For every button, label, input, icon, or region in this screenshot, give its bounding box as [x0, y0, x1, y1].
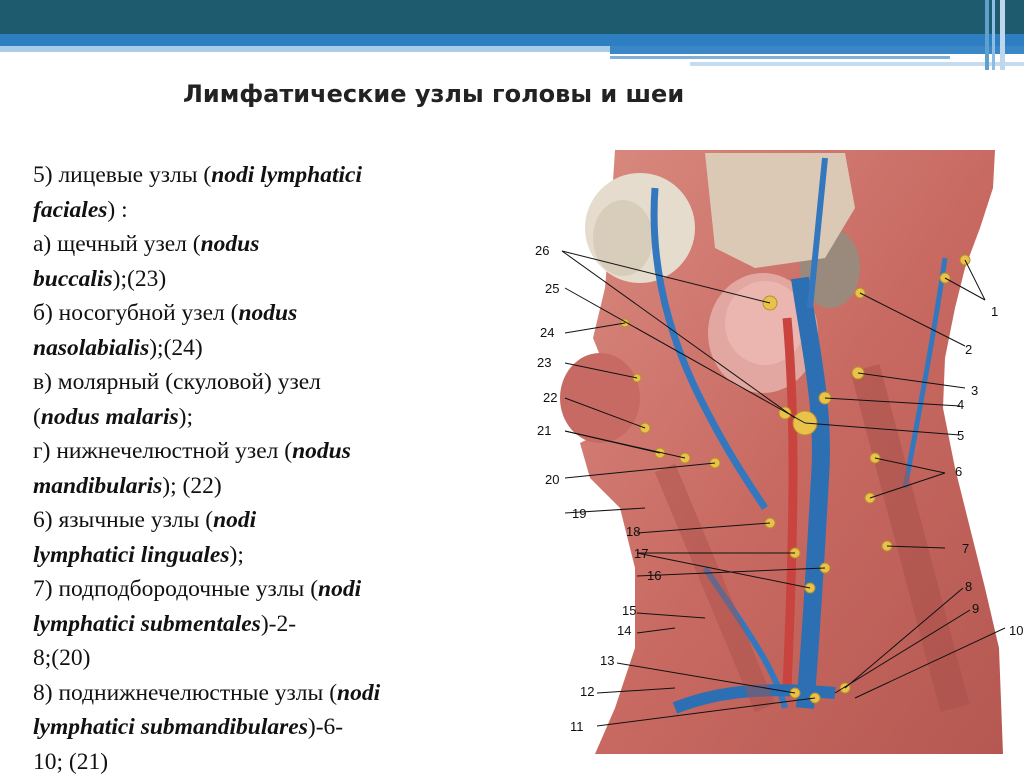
latin-term: lymphatici linguales: [33, 542, 230, 568]
body-line: 6) язычные узлы (nodi: [33, 503, 528, 538]
body-line: 8;(20): [33, 641, 528, 676]
text-segment: 7) подподбородочные узлы (: [33, 576, 318, 602]
text-segment: ); (22): [162, 473, 221, 499]
latin-term: nodi: [337, 680, 380, 706]
latin-term: mandibularis: [33, 473, 162, 499]
label-15: 15: [622, 603, 636, 618]
text-segment: 5) лицевые узлы (: [33, 162, 211, 188]
body-line: 10; (21): [33, 745, 528, 779]
latin-term: lymphatici submandibulares: [33, 714, 308, 740]
text-segment: г) нижнечелюстной узел (: [33, 438, 292, 464]
text-segment: (: [33, 404, 41, 430]
label-9: 9: [972, 601, 979, 616]
label-18: 18: [626, 524, 640, 539]
body-line: в) молярный (скуловой) узел: [33, 365, 528, 400]
body-line: faciales) :: [33, 193, 528, 228]
text-segment: );(23): [113, 266, 167, 292]
top-decorative-bar: [0, 0, 1024, 70]
text-segment: )-2-: [261, 611, 296, 637]
label-2: 2: [965, 342, 972, 357]
latin-term: nodi lymphatici: [211, 162, 362, 188]
text-segment: 8) поднижнечелюстные узлы (: [33, 680, 337, 706]
text-segment: ) :: [107, 197, 127, 223]
label-12: 12: [580, 684, 594, 699]
label-14: 14: [617, 623, 631, 638]
slide-title: Лимфатические узлы головы и шеи: [183, 80, 684, 108]
label-23: 23: [537, 355, 551, 370]
label-5: 5: [957, 428, 964, 443]
label-22: 22: [543, 390, 557, 405]
label-25: 25: [545, 281, 559, 296]
text-segment: );(24): [149, 335, 203, 361]
label-24: 24: [540, 325, 554, 340]
label-7: 7: [962, 541, 969, 556]
body-line: 7) подподбородочные узлы (nodi: [33, 572, 528, 607]
label-4: 4: [957, 397, 964, 412]
text-segment: а) щечный узел (: [33, 231, 201, 257]
label-1: 1: [991, 304, 998, 319]
text-segment: в) молярный (скуловой) узел: [33, 369, 321, 395]
label-17: 17: [634, 546, 648, 561]
body-line: (nodus malaris);: [33, 400, 528, 435]
label-20: 20: [545, 472, 559, 487]
label-16: 16: [647, 568, 661, 583]
latin-term: nodus: [292, 438, 351, 464]
body-line: buccalis);(23): [33, 262, 528, 297]
latin-term: nodi: [318, 576, 361, 602]
body-line: а) щечный узел (nodus: [33, 227, 528, 262]
label-21: 21: [537, 423, 551, 438]
text-segment: б) носогубной узел (: [33, 300, 238, 326]
latin-term: faciales: [33, 197, 107, 223]
neck-lymph-nodes-illustration: 26 25 24 23 22 21 20 19 18 17 16 15 14 1…: [525, 148, 1024, 754]
body-line: lymphatici submentales)-2-: [33, 607, 528, 642]
label-11: 11: [570, 719, 584, 734]
label-26: 26: [535, 243, 549, 258]
label-19: 19: [572, 506, 586, 521]
label-6: 6: [955, 464, 962, 479]
label-3: 3: [971, 383, 978, 398]
latin-term: nodus malaris: [41, 404, 179, 430]
latin-term: nasolabialis: [33, 335, 149, 361]
body-line: lymphatici linguales);: [33, 538, 528, 573]
latin-term: nodi: [213, 507, 256, 533]
text-segment: 6) язычные узлы (: [33, 507, 213, 533]
latin-term: nodus: [201, 231, 260, 257]
text-segment: 10; (21): [33, 749, 108, 775]
text-segment: )-6-: [308, 714, 343, 740]
body-line: mandibularis); (22): [33, 469, 528, 504]
text-segment: );: [230, 542, 244, 568]
body-line: lymphatici submandibulares)-6-: [33, 710, 528, 745]
body-line: 5) лицевые узлы (nodi lymphatici: [33, 158, 528, 193]
label-13: 13: [600, 653, 614, 668]
latin-term: nodus: [238, 300, 297, 326]
body-line: 8) поднижнечелюстные узлы (nodi: [33, 676, 528, 711]
latin-term: lymphatici submentales: [33, 611, 261, 637]
label-8: 8: [965, 579, 972, 594]
body-line: б) носогубной узел (nodus: [33, 296, 528, 331]
label-10: 10: [1009, 623, 1023, 638]
text-segment: 8;(20): [33, 645, 90, 671]
body-line: г) нижнечелюстной узел (nodus: [33, 434, 528, 469]
text-segment: );: [179, 404, 193, 430]
body-line: nasolabialis);(24): [33, 331, 528, 366]
latin-term: buccalis: [33, 266, 113, 292]
